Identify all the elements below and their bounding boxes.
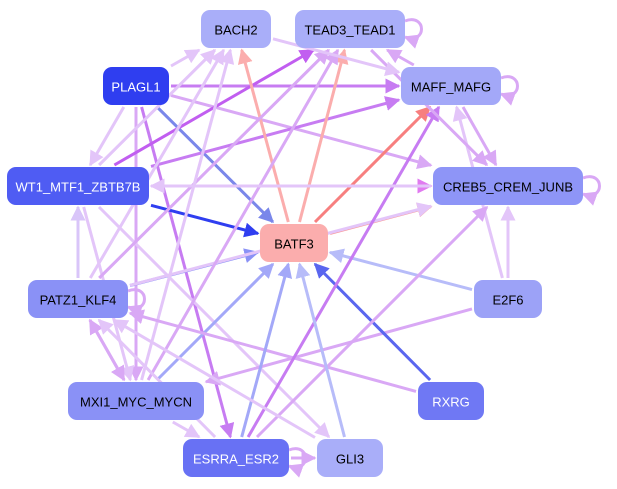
edge-plagl1-to-bach2 — [170, 48, 201, 68]
node-e2f6[interactable]: E2F6 — [474, 280, 542, 318]
node-esrra-esr2[interactable]: ESRRA_ESR2 — [183, 439, 289, 477]
edge-mxi1-myc-mycn-to-bach2 — [140, 48, 235, 381]
edge-maff-mafg-to-creb5-crem-junb — [461, 106, 498, 167]
edge-batf3-to-maff-mafg — [313, 105, 432, 224]
edge-mxi1-myc-mycn-to-patz1-klf4 — [88, 318, 126, 381]
node-wt1-mtf1-zbtb7b[interactable]: WT1_MTF1_ZBTB7B — [7, 167, 149, 205]
node-label: BACH2 — [214, 23, 257, 38]
node-label: PLAGL1 — [111, 80, 160, 95]
node-box[interactable] — [7, 167, 149, 205]
edge-patz1-klf4-to-tead3-tead1 — [98, 48, 330, 280]
node-box[interactable] — [401, 67, 501, 105]
node-box[interactable] — [317, 439, 383, 477]
edge-patz1-klf4-to-patz1-klf4 — [126, 288, 146, 319]
node-label: RXRG — [432, 395, 470, 410]
edge-maff-mafg-to-maff-mafg — [499, 75, 519, 106]
edge-creb5-crem-junb-to-creb5-crem-junb — [581, 175, 601, 206]
node-label: MXI1_MYC_MYCN — [80, 395, 192, 410]
edge-gli3-to-patz1-klf4 — [112, 318, 316, 439]
node-label: CREB5_CREM_JUNB — [443, 180, 573, 195]
node-box[interactable] — [418, 382, 484, 420]
edge-wt1-mtf1-zbtb7b-to-maff-mafg — [150, 96, 401, 168]
node-tead3-tead1[interactable]: TEAD3_TEAD1 — [295, 10, 405, 48]
edge-rxrg-to-patz1-klf4 — [128, 309, 417, 393]
edge-batf3-to-tead3-tead1 — [298, 48, 349, 223]
node-rxrg[interactable]: RXRG — [418, 382, 484, 420]
edge-mxi1-myc-mycn-to-batf3 — [155, 262, 275, 382]
edge-mxi1-myc-mycn-to-esrra-esr2 — [172, 420, 201, 439]
node-box[interactable] — [68, 382, 204, 420]
node-label: ESRRA_ESR2 — [193, 452, 279, 467]
node-creb5-crem-junb[interactable]: CREB5_CREM_JUNB — [433, 167, 583, 205]
node-batf3[interactable]: BATF3 — [260, 224, 328, 262]
edge-esrra-esr2-to-esrra-esr2 — [287, 447, 307, 478]
node-label: GLI3 — [336, 452, 364, 467]
node-label: WT1_MTF1_ZBTB7B — [16, 180, 141, 195]
node-label: E2F6 — [492, 293, 523, 308]
node-bach2[interactable]: BACH2 — [201, 10, 271, 48]
node-patz1-klf4[interactable]: PATZ1_KLF4 — [28, 280, 128, 318]
edge-e2f6-to-batf3 — [328, 248, 473, 292]
node-mxi1-myc-mycn[interactable]: MXI1_MYC_MYCN — [68, 382, 204, 420]
node-box[interactable] — [183, 439, 289, 477]
edge-gli3-to-batf3 — [295, 262, 346, 438]
edge-mxi1-myc-mycn-to-tead3-tead1 — [146, 48, 340, 381]
node-box[interactable] — [28, 280, 128, 318]
edge-esrra-esr2-to-maff-mafg — [246, 105, 441, 438]
node-gli3[interactable]: GLI3 — [317, 439, 383, 477]
edge-bach2-to-maff-mafg — [272, 37, 401, 76]
edge-patz1-klf4-to-bach2 — [89, 48, 225, 279]
node-plagl1[interactable]: PLAGL1 — [103, 67, 169, 105]
node-box[interactable] — [474, 280, 542, 318]
edge-plagl1-to-wt1-mtf1-zbtb7b — [88, 106, 126, 167]
node-box[interactable] — [433, 167, 583, 205]
node-box[interactable] — [201, 10, 271, 48]
node-box[interactable] — [103, 67, 169, 105]
node-box[interactable] — [295, 10, 405, 48]
node-label: PATZ1_KLF4 — [40, 293, 117, 308]
edge-batf3-to-bach2 — [237, 48, 290, 223]
edge-e2f6-to-mxi1-myc-mycn — [204, 307, 473, 386]
node-label: BATF3 — [274, 237, 314, 252]
edge-tead3-tead1-to-tead3-tead1 — [403, 18, 423, 49]
edge-esrra-esr2-to-creb5-crem-junb — [255, 205, 489, 439]
node-label: MAFF_MAFG — [411, 80, 491, 95]
node-box[interactable] — [260, 224, 328, 262]
edge-maff-mafg-to-tead3-tead1 — [385, 48, 415, 67]
node-label: TEAD3_TEAD1 — [304, 23, 395, 38]
node-maff-mafg[interactable]: MAFF_MAFG — [401, 67, 501, 105]
edge-wt1-mtf1-zbtb7b-to-bach2 — [98, 48, 216, 167]
edge-esrra-esr2-to-batf3 — [240, 262, 293, 438]
